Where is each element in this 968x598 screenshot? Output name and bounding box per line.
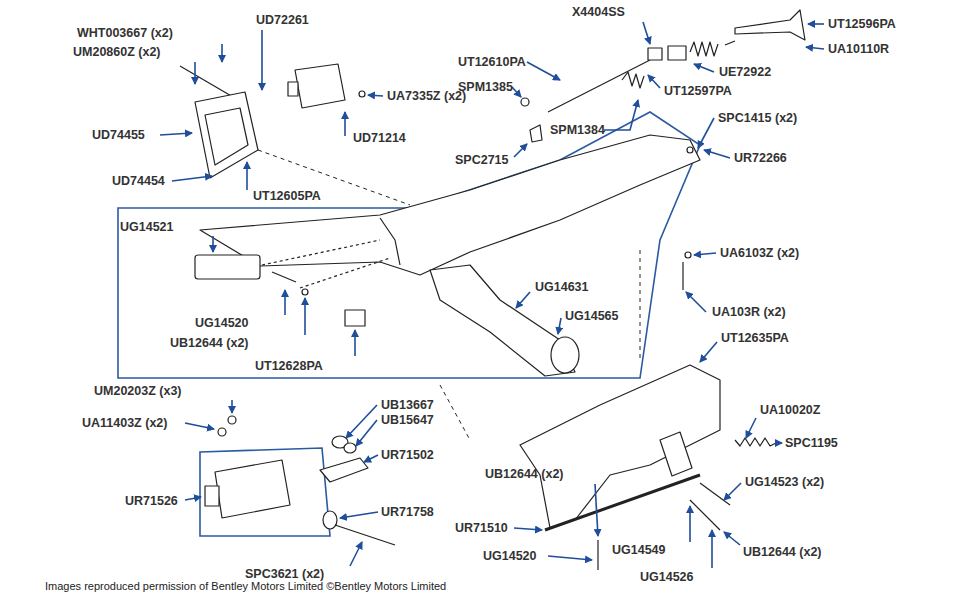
part-number: UA11403Z (x2) (82, 415, 167, 431)
part-number: UG14523 (x2) (745, 474, 824, 490)
part-number: UT12605PA (253, 188, 321, 204)
part-number: SPC1415 (x2) (718, 110, 797, 126)
part-number: UM20203Z (x3) (94, 383, 182, 399)
part-number: SPC3621 (x2) (245, 566, 324, 582)
part-number: UB12644 (x2) (485, 466, 564, 482)
part-number: UB12644 (x2) (170, 335, 249, 351)
part-number: UR71502 (381, 447, 434, 463)
part-number: UT12635PA (721, 330, 789, 346)
part-number: UD72261 (256, 12, 309, 28)
part-number: UT12610PA (458, 54, 526, 70)
part-number: UB15647 (381, 412, 434, 428)
part-number: UD74455 (92, 127, 145, 143)
part-number: UD71214 (353, 130, 406, 146)
part-number: UG14526 (640, 569, 694, 585)
part-number: SPC1195 (785, 435, 838, 451)
part-number: UR71510 (455, 520, 508, 536)
part-number: UA103R (x2) (712, 304, 786, 320)
part-number: WHT003667 (x2) (77, 25, 173, 41)
part-number: UM20860Z (x2) (73, 44, 161, 60)
part-number: UR72266 (734, 150, 787, 166)
part-number: UE72922 (719, 64, 771, 80)
part-number: UT12628PA (255, 358, 323, 374)
part-number: UB12644 (x2) (743, 544, 822, 560)
part-number: SPC2715 (455, 152, 509, 168)
part-number: UG14521 (120, 219, 174, 235)
part-number: UG14520 (483, 548, 537, 564)
part-number: UG14631 (535, 279, 589, 295)
part-number: UG14565 (565, 308, 619, 324)
part-number: UT12597PA (664, 83, 732, 99)
assembly-outline (200, 448, 330, 536)
part-number: UA7335Z (x2) (387, 88, 466, 104)
leader-arrows (160, 22, 824, 568)
part-number: UG14520 (195, 315, 249, 331)
part-number: UT12596PA (828, 16, 896, 32)
part-number: X4404SS (572, 4, 625, 20)
part-number: UG14549 (612, 542, 666, 558)
part-number: UR71526 (125, 493, 178, 509)
part-number: SPM1384 (550, 122, 605, 138)
part-number: UA10110R (828, 41, 889, 57)
part-number: UD74454 (112, 173, 165, 189)
part-number: UB13667 (381, 397, 434, 413)
part-number: UA10020Z (760, 402, 820, 418)
part-drawings (180, 10, 805, 570)
part-number: UR71758 (381, 504, 434, 520)
part-number: UA6103Z (x2) (720, 245, 799, 261)
part-number: SPM1385 (458, 79, 513, 95)
copyright-caption: Images reproduced permission of Bentley … (45, 579, 446, 593)
